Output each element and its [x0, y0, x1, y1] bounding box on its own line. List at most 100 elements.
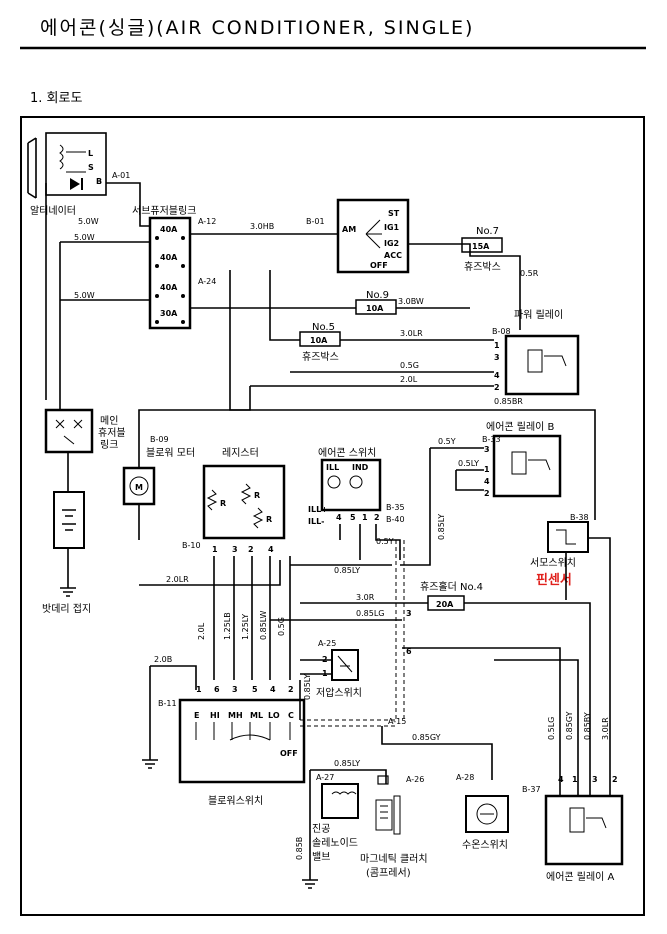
wire-05r: 0.5R	[520, 269, 539, 278]
resistor-elements: R R R	[206, 483, 272, 529]
connector-b08: B-08	[492, 327, 511, 336]
motor-mark: M	[135, 483, 143, 492]
svg-text:5: 5	[252, 685, 258, 694]
ac-relay-b-label: 에어콘 릴레이 B	[486, 420, 555, 433]
sub-fuse-1: 40A	[160, 225, 178, 234]
connector-b11: B-11	[158, 699, 177, 708]
ac-relay-a-label: 에어콘 릴레이 A	[546, 870, 615, 883]
svg-text:6: 6	[214, 685, 220, 694]
connector-b38: B-38	[570, 513, 589, 522]
fuse-no9-box	[355, 299, 397, 315]
ign-term-am: AM	[342, 225, 356, 234]
ignition-switch-terms: AM ST IG1 IG2 ACC OFF	[342, 209, 402, 270]
resistor-mark-2: R	[254, 491, 260, 500]
connector-b33: B-33	[482, 435, 501, 444]
svg-text:3: 3	[494, 353, 500, 362]
svg-text:1: 1	[572, 775, 578, 784]
water-temp-switch-box	[465, 795, 509, 833]
wire-20lr: 2.0LR	[166, 575, 189, 584]
svg-text:2: 2	[484, 489, 490, 498]
wire-085lw: 0.85LW	[259, 610, 268, 640]
wire-085gy-b: 0.85GY	[565, 711, 574, 740]
svg-text:4: 4	[484, 477, 490, 486]
ign-term-acc: ACC	[384, 251, 402, 260]
svg-text:2: 2	[494, 383, 500, 392]
ign-term-st: ST	[388, 209, 400, 218]
svg-text:2: 2	[612, 775, 618, 784]
ac-switch-box	[320, 458, 382, 512]
pin-sensor-label: 핀센서	[536, 572, 572, 588]
fuse-box-1-label: 휴즈박스	[464, 261, 501, 273]
svg-text:6: 6	[406, 647, 412, 656]
svg-text:4: 4	[558, 775, 564, 784]
svg-text:2: 2	[288, 685, 294, 694]
power-relay-label: 파워 릴레이	[514, 308, 563, 321]
thermo-switch-box	[547, 521, 589, 553]
resistor-label: 레지스터	[222, 447, 259, 459]
wire-5w-b: 5.0W	[74, 233, 95, 242]
fuse-box-2-label: 휴즈박스	[302, 351, 339, 363]
main-fusible-link-box	[44, 408, 94, 454]
wire-30lr: 3.0LR	[601, 717, 610, 740]
wire-05ly: 0.5LY	[458, 459, 479, 468]
low-pressure-switch-label: 저압스위치	[316, 686, 362, 699]
ign-term-ig1: IG1	[384, 223, 400, 232]
wire-05g: 0.5G	[400, 361, 419, 370]
wire-085br-lbl: 0.85BR	[494, 397, 523, 406]
svg-text:4: 4	[268, 545, 274, 554]
wire-05g-b: 0.5G	[277, 617, 286, 636]
wire-05y-b: 0.5Y	[376, 537, 394, 546]
wire-20l-b: 2.0L	[197, 622, 206, 640]
svg-text:HI: HI	[210, 711, 220, 720]
connector-b37: B-37	[522, 785, 541, 794]
battery-ground-label: 밧데리 접지	[42, 603, 91, 615]
connector-a28: A-28	[456, 773, 474, 782]
wire-05y: 0.5Y	[438, 437, 456, 446]
magnetic-clutch-label-1: 마그네틱 클러치	[360, 853, 428, 865]
wire-3lr: 3.0LR	[400, 329, 423, 338]
connector-b40: B-40	[386, 515, 405, 524]
wire-5w-c: 5.0W	[74, 291, 95, 300]
fuse-no9-label: No.9	[366, 290, 389, 301]
wire-085ly-c: 0.85LY	[303, 674, 312, 700]
ac-switch-label: 에어콘 스위치	[318, 446, 376, 459]
ign-term-ig2: IG2	[384, 239, 399, 248]
fuse-no5-box	[299, 331, 341, 347]
fuse-holder-label: 휴즈홀더 No.4	[420, 580, 483, 593]
main-fusible-link-label-3: 링크	[100, 439, 118, 451]
svg-text:4: 4	[270, 685, 276, 694]
svg-text:3: 3	[484, 445, 490, 454]
sub-fusible-link-box	[148, 216, 192, 330]
svg-text:3: 3	[406, 609, 412, 618]
magnetic-clutch-label-2: (콤프레서)	[366, 867, 411, 879]
wire-125lb: 1.25LB	[223, 612, 232, 640]
wire-30r: 3.0R	[356, 593, 375, 602]
thermo-switch-label: 서모스위치	[530, 556, 576, 569]
fuse-no7-value: 15A	[472, 242, 490, 251]
sub-fuse-2: 40A	[160, 253, 178, 262]
magnetic-clutch-symbol	[375, 795, 401, 835]
blower-switch-terms: E HI MH ML LO C OFF	[194, 711, 298, 758]
vacuum-solenoid-label-3: 밸브	[312, 851, 330, 863]
wire-085lg: 0.85LG	[356, 609, 384, 618]
wire-05lg: 0.5LG	[547, 717, 556, 740]
alt-term-l: L	[88, 149, 93, 158]
wire-125ly: 1.25LY	[241, 614, 250, 640]
blower-motor-label: 블로워 모터	[146, 446, 195, 459]
connector-a24: A-24	[198, 277, 216, 286]
vacuum-solenoid-label-1: 진공	[312, 823, 330, 835]
alternator-label: 알터네이터	[30, 205, 76, 217]
sub-fusible-link-label: 서브퓨저블링크	[132, 205, 196, 217]
diagram-frame	[20, 116, 645, 916]
connector-a01: A-01	[112, 171, 130, 180]
main-fusible-link-label-2: 휴저블	[98, 427, 126, 439]
fuse-no5-label: No.5	[312, 322, 335, 333]
alt-term-b: B	[96, 177, 102, 186]
svg-text:1: 1	[494, 341, 500, 350]
svg-text:5: 5	[350, 513, 356, 522]
svg-text:ML: ML	[250, 711, 263, 720]
section-heading: 1. 회로도	[30, 91, 82, 106]
svg-text:LO: LO	[268, 711, 280, 720]
